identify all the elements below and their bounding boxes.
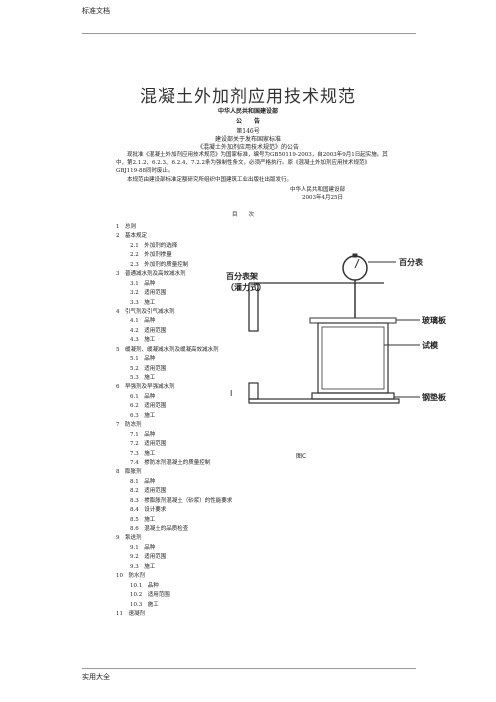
toc-item: 10.3 施工	[130, 601, 159, 608]
toc-item: 8 膨胀剂	[116, 469, 142, 476]
toc-item: 8.3 掺膨胀剂混凝土（砂浆）的性能要求	[130, 497, 233, 504]
toc-item: 1 总则	[116, 224, 136, 230]
toc-item: 2.1 外加剂的选择	[130, 242, 178, 249]
toc-item: 8.4 设计要求	[130, 507, 167, 514]
toc-heading: 目 次	[232, 212, 255, 218]
base-plate	[248, 398, 400, 404]
notice-date: 2003年4月25日	[302, 195, 343, 201]
gauge-needle	[354, 258, 360, 269]
toc-item: 3.3 施工	[130, 299, 156, 306]
toc-item: 8.5 施工	[130, 516, 156, 523]
toc-item: 5.2 适用范围	[130, 365, 167, 372]
label-frame-1: 百分表架	[226, 271, 258, 281]
toc-item: 5.3 施工	[130, 375, 156, 381]
notice-title: 建设部关于发布国家标准	[214, 136, 281, 143]
toc-item: 4.2 适用范围	[130, 327, 167, 334]
figure-caption: 图C	[296, 453, 306, 460]
label-glass: 玻璃板	[422, 315, 447, 325]
glass-plate	[309, 317, 397, 324]
toc-item: 7.3 施工	[130, 450, 156, 457]
toc-item: 10 防水剂	[116, 573, 145, 580]
notice-number: 第146号	[236, 128, 260, 135]
footer-label: 实用大全	[82, 673, 110, 681]
toc-item: 6.3 施工	[130, 412, 156, 419]
label-steel: 钢垫板	[422, 392, 447, 402]
label-specimen: 试模	[422, 340, 439, 350]
mould-inner	[321, 326, 385, 390]
toc-item: 11 速凝剂	[116, 610, 145, 617]
label-h: I	[230, 389, 232, 398]
toc-item: 6 早强剂及早强减水剂	[116, 384, 175, 391]
document-title: 混凝土外加剂应用技术规范	[140, 87, 356, 107]
toc-item: 3.1 品种	[130, 280, 156, 287]
toc-item: 2.3 外加剂的质量控制	[130, 261, 189, 268]
toc-item: 8.1 品种	[130, 478, 156, 485]
table-of-contents: 1 总则 2 基本规定 2.1 外加剂的选择 2.2 外加剂掺量 2.3 外加剂的质量控…	[116, 223, 232, 619]
toc-item: 9.2 适用范围	[130, 554, 167, 561]
notice-signature: 中华人民共和国建设部	[290, 187, 346, 193]
toc-item: 9 泵送剂	[116, 535, 142, 542]
issuer: 中华人民共和国建设部	[217, 108, 278, 115]
gauge-cap	[352, 253, 358, 258]
specimen-mould	[317, 322, 389, 394]
toc-item: 4 引气剂及引气减水剂	[116, 308, 175, 315]
toc-item: 9.3 施工	[130, 563, 156, 570]
page-footer: 实用大全	[82, 668, 416, 681]
toc-item: 7.1 品种	[130, 431, 156, 438]
notice-body: 现批准《混凝土外加剂应用技术规范》为国家标准，编号为GB50119-2003，自…	[116, 152, 388, 174]
toc-item: 2 基本规定	[116, 233, 147, 240]
toc-item: 9.1 品种	[130, 544, 156, 551]
header-label: 标准文档	[82, 7, 110, 15]
toc-item: 2.2 外加剂掺量	[130, 252, 172, 259]
toc-item: 4.3 施工	[130, 337, 156, 344]
toc-item: 6.2 适用范围	[130, 403, 167, 410]
notice-type: 公 告	[235, 118, 260, 125]
toc-item: 7.4 掺防冻剂混凝土的质量控制	[130, 459, 211, 466]
label-frame-2: （灌力式）	[226, 282, 266, 292]
toc-item: 3.2 适用范围	[130, 290, 167, 297]
notice-subtitle: 《混凝土外加剂应用技术规范》的公告	[196, 144, 299, 151]
label-gauge: 百分表	[399, 257, 424, 267]
toc-item: 3 普通减水剂及高效减水剂	[116, 271, 186, 278]
toc-item: 10.2 适用范围	[130, 592, 170, 599]
left-block	[248, 382, 259, 400]
toc-item: 6.1 品种	[130, 393, 156, 400]
toc-item: 4.1 品种	[130, 318, 156, 325]
toc-item: 5 缓凝剂、缓凝减水剂及缓凝高效减水剂	[116, 346, 219, 353]
toc-item: 7 防冻剂	[116, 422, 142, 429]
page-header: 标准文档	[82, 6, 416, 34]
toc-item: 7.2 适用范围	[130, 441, 167, 448]
frame-bracket	[248, 283, 259, 332]
notice-body-2: 本规范由建设部标准定额研究所组织中国建筑工业出版社出版发行。	[127, 177, 293, 183]
toc-item: 10.1 品种	[130, 582, 159, 589]
toc-item: 8.6 混凝土的品质检查	[130, 526, 189, 532]
toc-item: 8.2 适用范围	[130, 488, 167, 495]
steel-plate	[311, 392, 395, 400]
toc-item: 5.1 品种	[130, 356, 156, 363]
